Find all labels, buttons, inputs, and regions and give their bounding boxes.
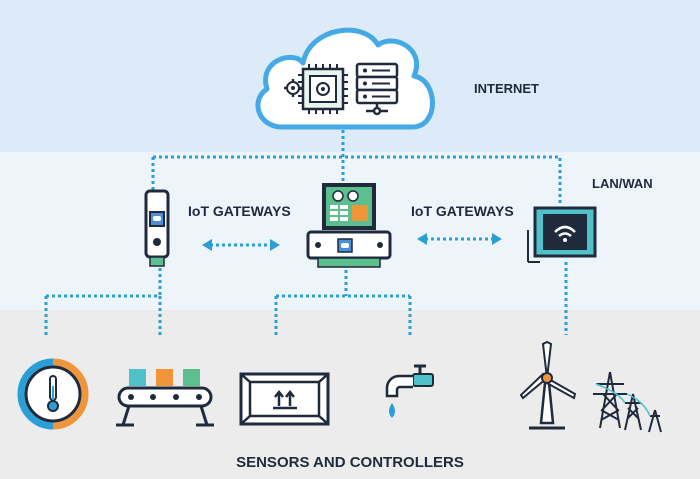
internet-label: INTERNET: [474, 81, 539, 96]
gauge-icon: [17, 358, 89, 430]
connectors: [44, 130, 568, 335]
faucet-icon: [385, 364, 434, 418]
lan-wan-label: LAN/WAN: [592, 176, 653, 191]
connector-left-sensors: [44, 268, 162, 335]
power-tower-icon: [593, 371, 662, 433]
wifi-router-icon: [527, 206, 597, 263]
iot-gateways-label-right: IoT GATEWAYS: [411, 203, 514, 219]
package-icon: [239, 372, 330, 426]
gateway-arrows: [202, 233, 502, 251]
desktop-gateway-icon: [306, 183, 392, 268]
server-rack-icon: [355, 62, 399, 116]
cpu-gear-icon: [284, 64, 348, 114]
sensors-controllers-label: SENSORS AND CONTROLLERS: [236, 454, 464, 471]
conveyor-icon: [116, 369, 214, 427]
usb-gateway-icon: [144, 189, 170, 267]
connector-center-sensors: [274, 270, 412, 335]
connector-lan-bus: [153, 155, 562, 206]
wind-turbine-icon: [519, 340, 577, 430]
iot-gateways-label-left: IoT GATEWAYS: [188, 203, 291, 219]
sensors-zone: [0, 310, 700, 479]
cloud-icon: [255, 27, 435, 130]
